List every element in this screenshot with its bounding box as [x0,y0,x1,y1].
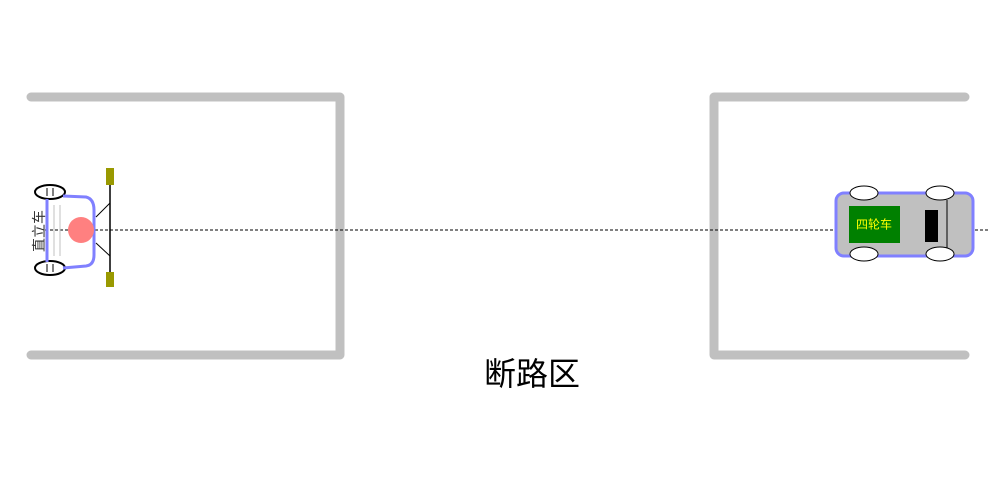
marker [106,168,114,185]
right-vehicle-label: 四轮车 [856,217,892,232]
right-wall [709,92,970,360]
marker [106,272,114,287]
ball [68,217,94,243]
left-vehicle: 直立车 [31,168,114,287]
wheel [925,185,955,201]
wheel [849,185,879,201]
wheel [925,246,955,262]
wheel [849,246,879,262]
right-vehicle: 四轮车 [834,185,975,262]
left-wall [26,92,345,360]
wheel [34,184,66,200]
window [925,210,938,242]
label-panel [849,206,900,243]
left-vehicle-label: 直立车 [31,210,48,252]
zone-label: 断路区 [484,355,580,393]
wheel [34,260,66,276]
